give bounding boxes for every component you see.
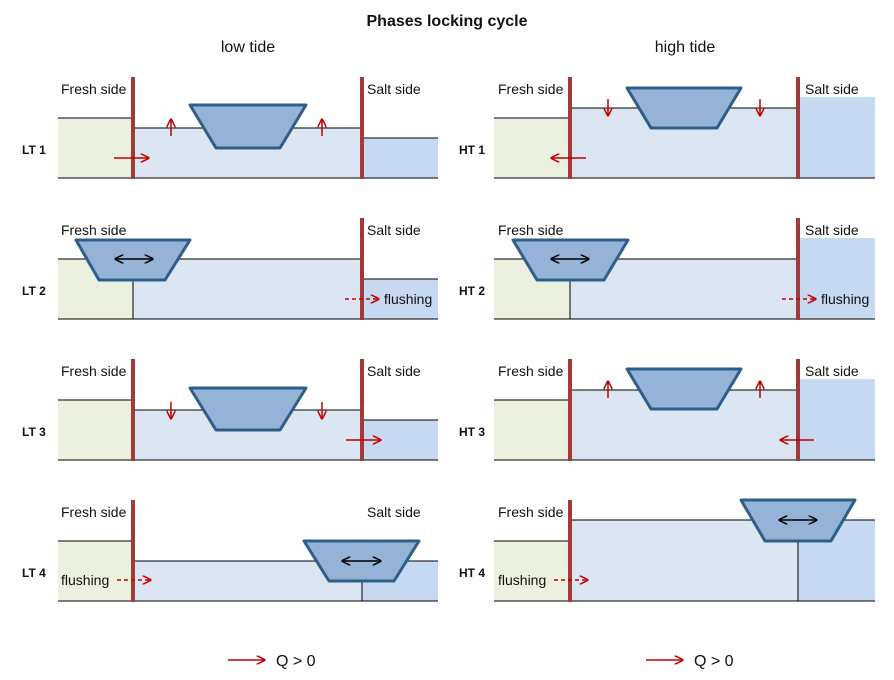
salt-water xyxy=(362,138,438,178)
fresh-side-label: Fresh side xyxy=(61,363,127,379)
fresh-side-label: Fresh side xyxy=(498,504,564,520)
salt-side-label: Salt side xyxy=(805,363,859,379)
salt-side-label: Salt side xyxy=(367,363,421,379)
fresh-side-label: Fresh side xyxy=(498,222,564,238)
fresh-water xyxy=(494,400,570,460)
diagram-title: Phases locking cycle xyxy=(367,13,528,30)
phase-label: LT 1 xyxy=(22,143,46,157)
salt-water xyxy=(798,97,875,178)
legend-high-tide: Q > 0 xyxy=(646,653,734,670)
legend-low-tide: Q > 0 xyxy=(228,653,316,670)
flushing-label: flushing xyxy=(384,291,432,307)
phase-ht1-panel: Fresh side Salt side HT 1 xyxy=(459,77,875,179)
salt-side-label: Salt side xyxy=(367,504,421,520)
phase-label: LT 3 xyxy=(22,425,46,439)
phase-ht3-panel: Fresh side Salt side HT 3 xyxy=(459,359,875,461)
fresh-side-label: Fresh side xyxy=(498,363,564,379)
ship-icon xyxy=(188,103,308,150)
legend-label: Q > 0 xyxy=(276,653,316,670)
fresh-water xyxy=(494,541,570,601)
salt-side-label: Salt side xyxy=(805,222,859,238)
phase-label: HT 1 xyxy=(459,143,485,157)
ship-icon xyxy=(625,86,743,130)
fresh-side-label: Fresh side xyxy=(61,81,127,97)
ship-icon xyxy=(625,367,743,411)
phase-lt4-panel: flushing Fresh side Salt side LT 4 xyxy=(22,500,438,602)
legend-label: Q > 0 xyxy=(694,653,734,670)
fresh-water xyxy=(58,541,133,601)
salt-side-label: Salt side xyxy=(367,81,421,97)
phase-ht2-panel: flushing Fresh side Salt side HT 2 xyxy=(459,218,875,320)
phase-ht4-panel: flushing Fresh side HT 4 xyxy=(459,498,875,602)
flushing-label: flushing xyxy=(498,572,546,588)
fresh-water xyxy=(494,118,570,178)
phase-lt3-panel: Fresh side Salt side LT 3 xyxy=(22,359,438,461)
phase-label: LT 4 xyxy=(22,566,46,580)
salt-side-label: Salt side xyxy=(367,222,421,238)
ship-icon xyxy=(188,386,308,432)
phase-label: HT 2 xyxy=(459,284,485,298)
fresh-water xyxy=(58,400,133,460)
column-heading-low-tide: low tide xyxy=(221,39,275,56)
phase-lt1-panel: Fresh side Salt side LT 1 xyxy=(22,77,438,179)
salt-side-label: Salt side xyxy=(805,81,859,97)
fresh-side-label: Fresh side xyxy=(61,504,127,520)
salt-water xyxy=(798,379,875,460)
flushing-label: flushing xyxy=(61,572,109,588)
fresh-side-label: Fresh side xyxy=(498,81,564,97)
phase-label: LT 2 xyxy=(22,284,46,298)
phase-lt2-panel: flushing Fresh side Salt side LT 2 xyxy=(22,218,438,320)
phase-label: HT 3 xyxy=(459,425,485,439)
phase-label: HT 4 xyxy=(459,566,485,580)
salt-water xyxy=(798,238,875,319)
fresh-side-label: Fresh side xyxy=(61,222,127,238)
fresh-water xyxy=(58,118,133,178)
flushing-label: flushing xyxy=(821,291,869,307)
column-heading-high-tide: high tide xyxy=(655,39,716,56)
